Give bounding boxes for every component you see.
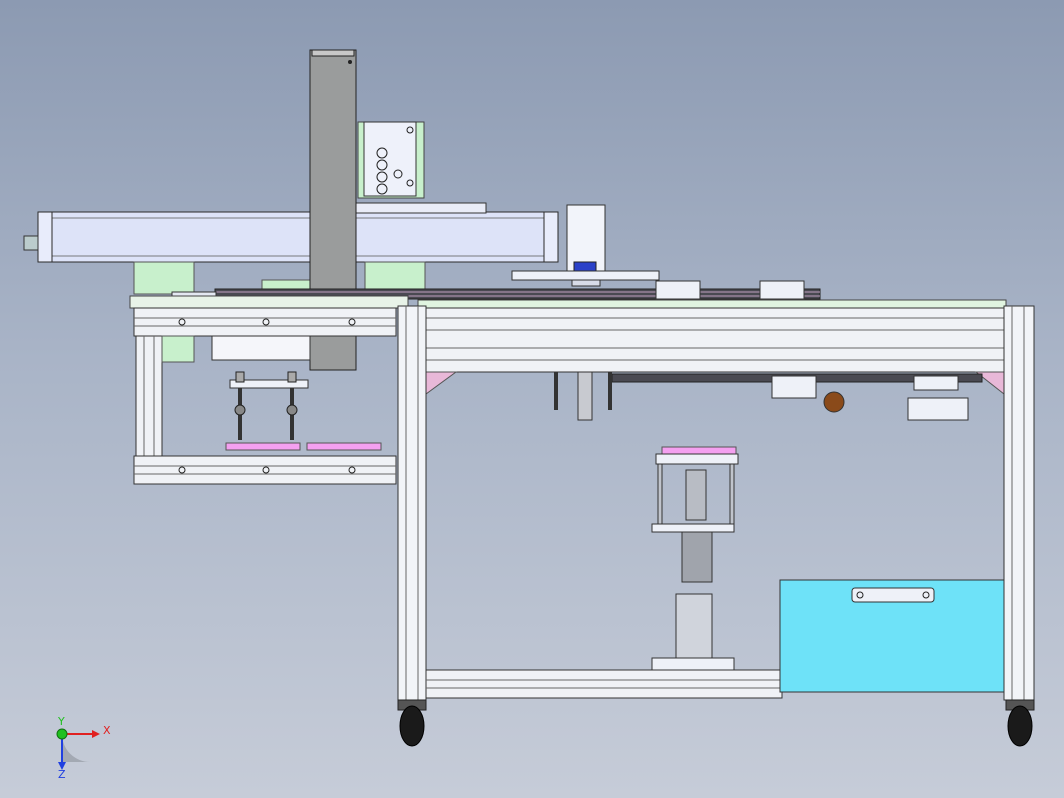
x-axis-label: X xyxy=(103,724,111,737)
press-cylinder xyxy=(511,204,660,287)
y-axis-marker xyxy=(56,728,68,740)
lift-station xyxy=(651,446,739,671)
product-pad-left xyxy=(225,442,301,451)
linear-rail xyxy=(171,280,821,305)
caster-left xyxy=(397,699,427,747)
main-frame xyxy=(397,299,1035,701)
carriage-plate xyxy=(355,202,487,214)
electrical-box xyxy=(779,579,1005,693)
suction-nozzles xyxy=(229,371,309,440)
coordinate-triad: X Y Z xyxy=(56,715,111,781)
y-axis-label: Y xyxy=(57,715,65,728)
gantry-x-beam xyxy=(23,211,559,263)
beam-mount-left xyxy=(133,261,195,295)
servo-block xyxy=(357,121,425,199)
left-subframe xyxy=(129,295,409,485)
product-pad-right xyxy=(306,442,382,451)
z-axis-label: Z xyxy=(58,768,66,781)
caster-right xyxy=(1005,699,1035,747)
lower-rail xyxy=(554,371,983,421)
